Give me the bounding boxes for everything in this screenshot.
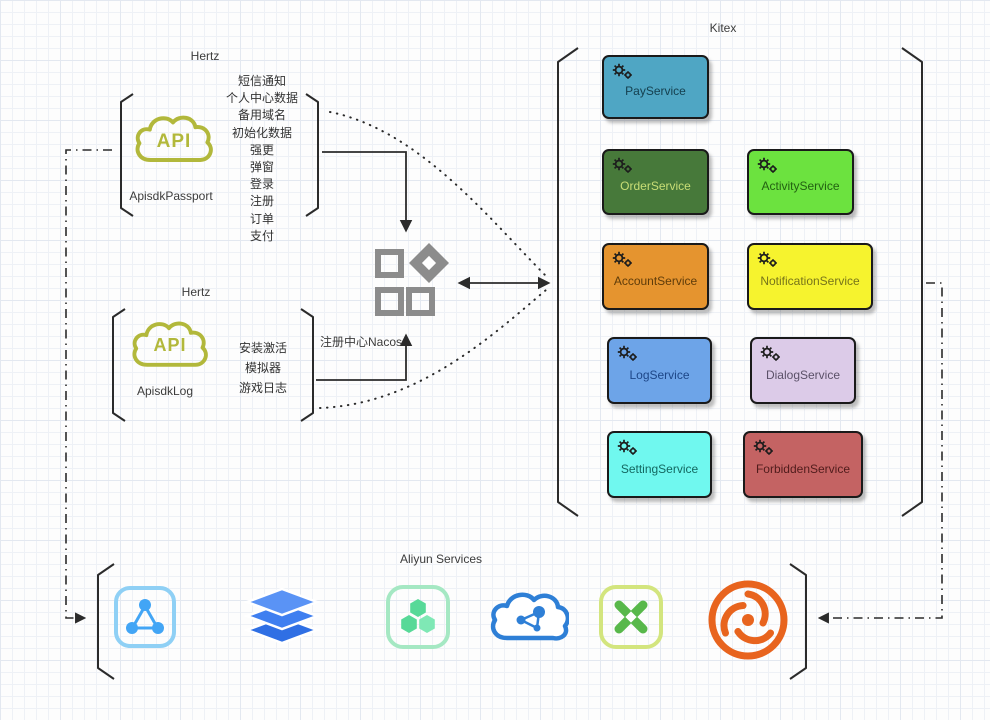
feature-item: 短信通知 [237,74,287,88]
api-badge-log: API [153,335,187,355]
bracket-kitex-left [557,47,579,517]
feature-item: 支付 [249,228,275,243]
feature-item: 模拟器 [244,361,282,375]
bracket-passport-right [305,93,319,217]
feature-item: 初始化数据 [231,125,293,140]
service-name: OrderService [620,179,691,193]
gears-icon [759,344,781,362]
feature-item: 登录 [249,177,275,192]
service-node-forbiddenservice: ForbiddenService [743,431,863,498]
bracket-log-right [300,308,314,422]
hertz-log-group-label: Hertz [181,285,211,299]
cross-node-icon [598,584,664,655]
arrow-passport-to-nacos [322,151,413,233]
service-node-activityservice: ActivityService [747,149,854,215]
bracket-kitex-right [901,47,923,517]
service-node-settingservice: SettingService [607,431,712,498]
bracket-log-left [112,308,126,422]
service-name: SettingService [620,461,699,476]
dotted-curve-passport-to-kitex [329,111,547,277]
service-node-payservice: PayService [602,55,709,119]
gears-icon [611,156,633,174]
service-name: NotificationService [760,273,860,288]
hexagon-cluster-icon [385,584,451,655]
dashdot-hertz-to-aliyun [65,149,112,624]
service-node-dialogservice: DialogService [750,337,856,404]
service-name: ActivityService [761,179,840,193]
hertz-passport-group-label: Hertz [190,49,220,63]
gears-icon [616,344,638,362]
feature-item: 安装激活 [238,341,288,355]
gears-icon [756,250,778,268]
gears-icon [611,250,633,268]
feature-item: 游戏日志 [238,381,288,395]
service-name: PayService [625,84,686,98]
gears-icon [616,438,638,456]
service-node-accountservice: AccountService [602,243,709,310]
nacos-registry-label: 注册中心Nacos [319,335,403,349]
feature-item: 订单 [249,211,275,226]
service-name: AccountService [613,273,698,288]
bracket-aliyun-right [789,563,807,680]
layer-stack-icon [243,585,321,654]
kitex-group-label: Kitex [709,21,737,35]
vortex-icon [706,578,790,667]
feature-item: 强更 [249,142,275,157]
service-name: ForbiddenService [755,461,851,476]
cloud-network-icon [487,586,571,651]
gears-icon [752,438,774,456]
aliyun-group-label: Aliyun Services [399,552,483,566]
passport-feature-list: 短信通知 个人中心数据 备用域名 初始化数据 强更 弹窗 登录 注册 订单 支付 [226,73,298,245]
service-name: LogService [629,367,690,382]
gears-icon [611,62,633,80]
api-badge-passport: API [156,131,192,152]
service-node-orderservice: OrderService [602,149,709,215]
apisdk-passport-label: ApisdkPassport [129,189,213,203]
service-node-logservice: LogService [607,337,712,404]
feature-item: 个人中心数据 [225,91,299,106]
gears-icon [756,156,778,174]
nacos-icon [375,243,449,316]
service-node-notificationservice: NotificationService [747,243,873,310]
log-feature-list: 安装激活 模拟器 游戏日志 [239,338,287,398]
service-name: DialogService [765,367,841,382]
network-share-icon [113,585,177,654]
apisdk-log-label: ApisdkLog [136,384,194,398]
bracket-aliyun-left [97,563,115,680]
feature-item: 注册 [249,194,275,209]
feature-item: 备用域名 [237,108,287,123]
feature-item: 弹窗 [249,160,275,175]
